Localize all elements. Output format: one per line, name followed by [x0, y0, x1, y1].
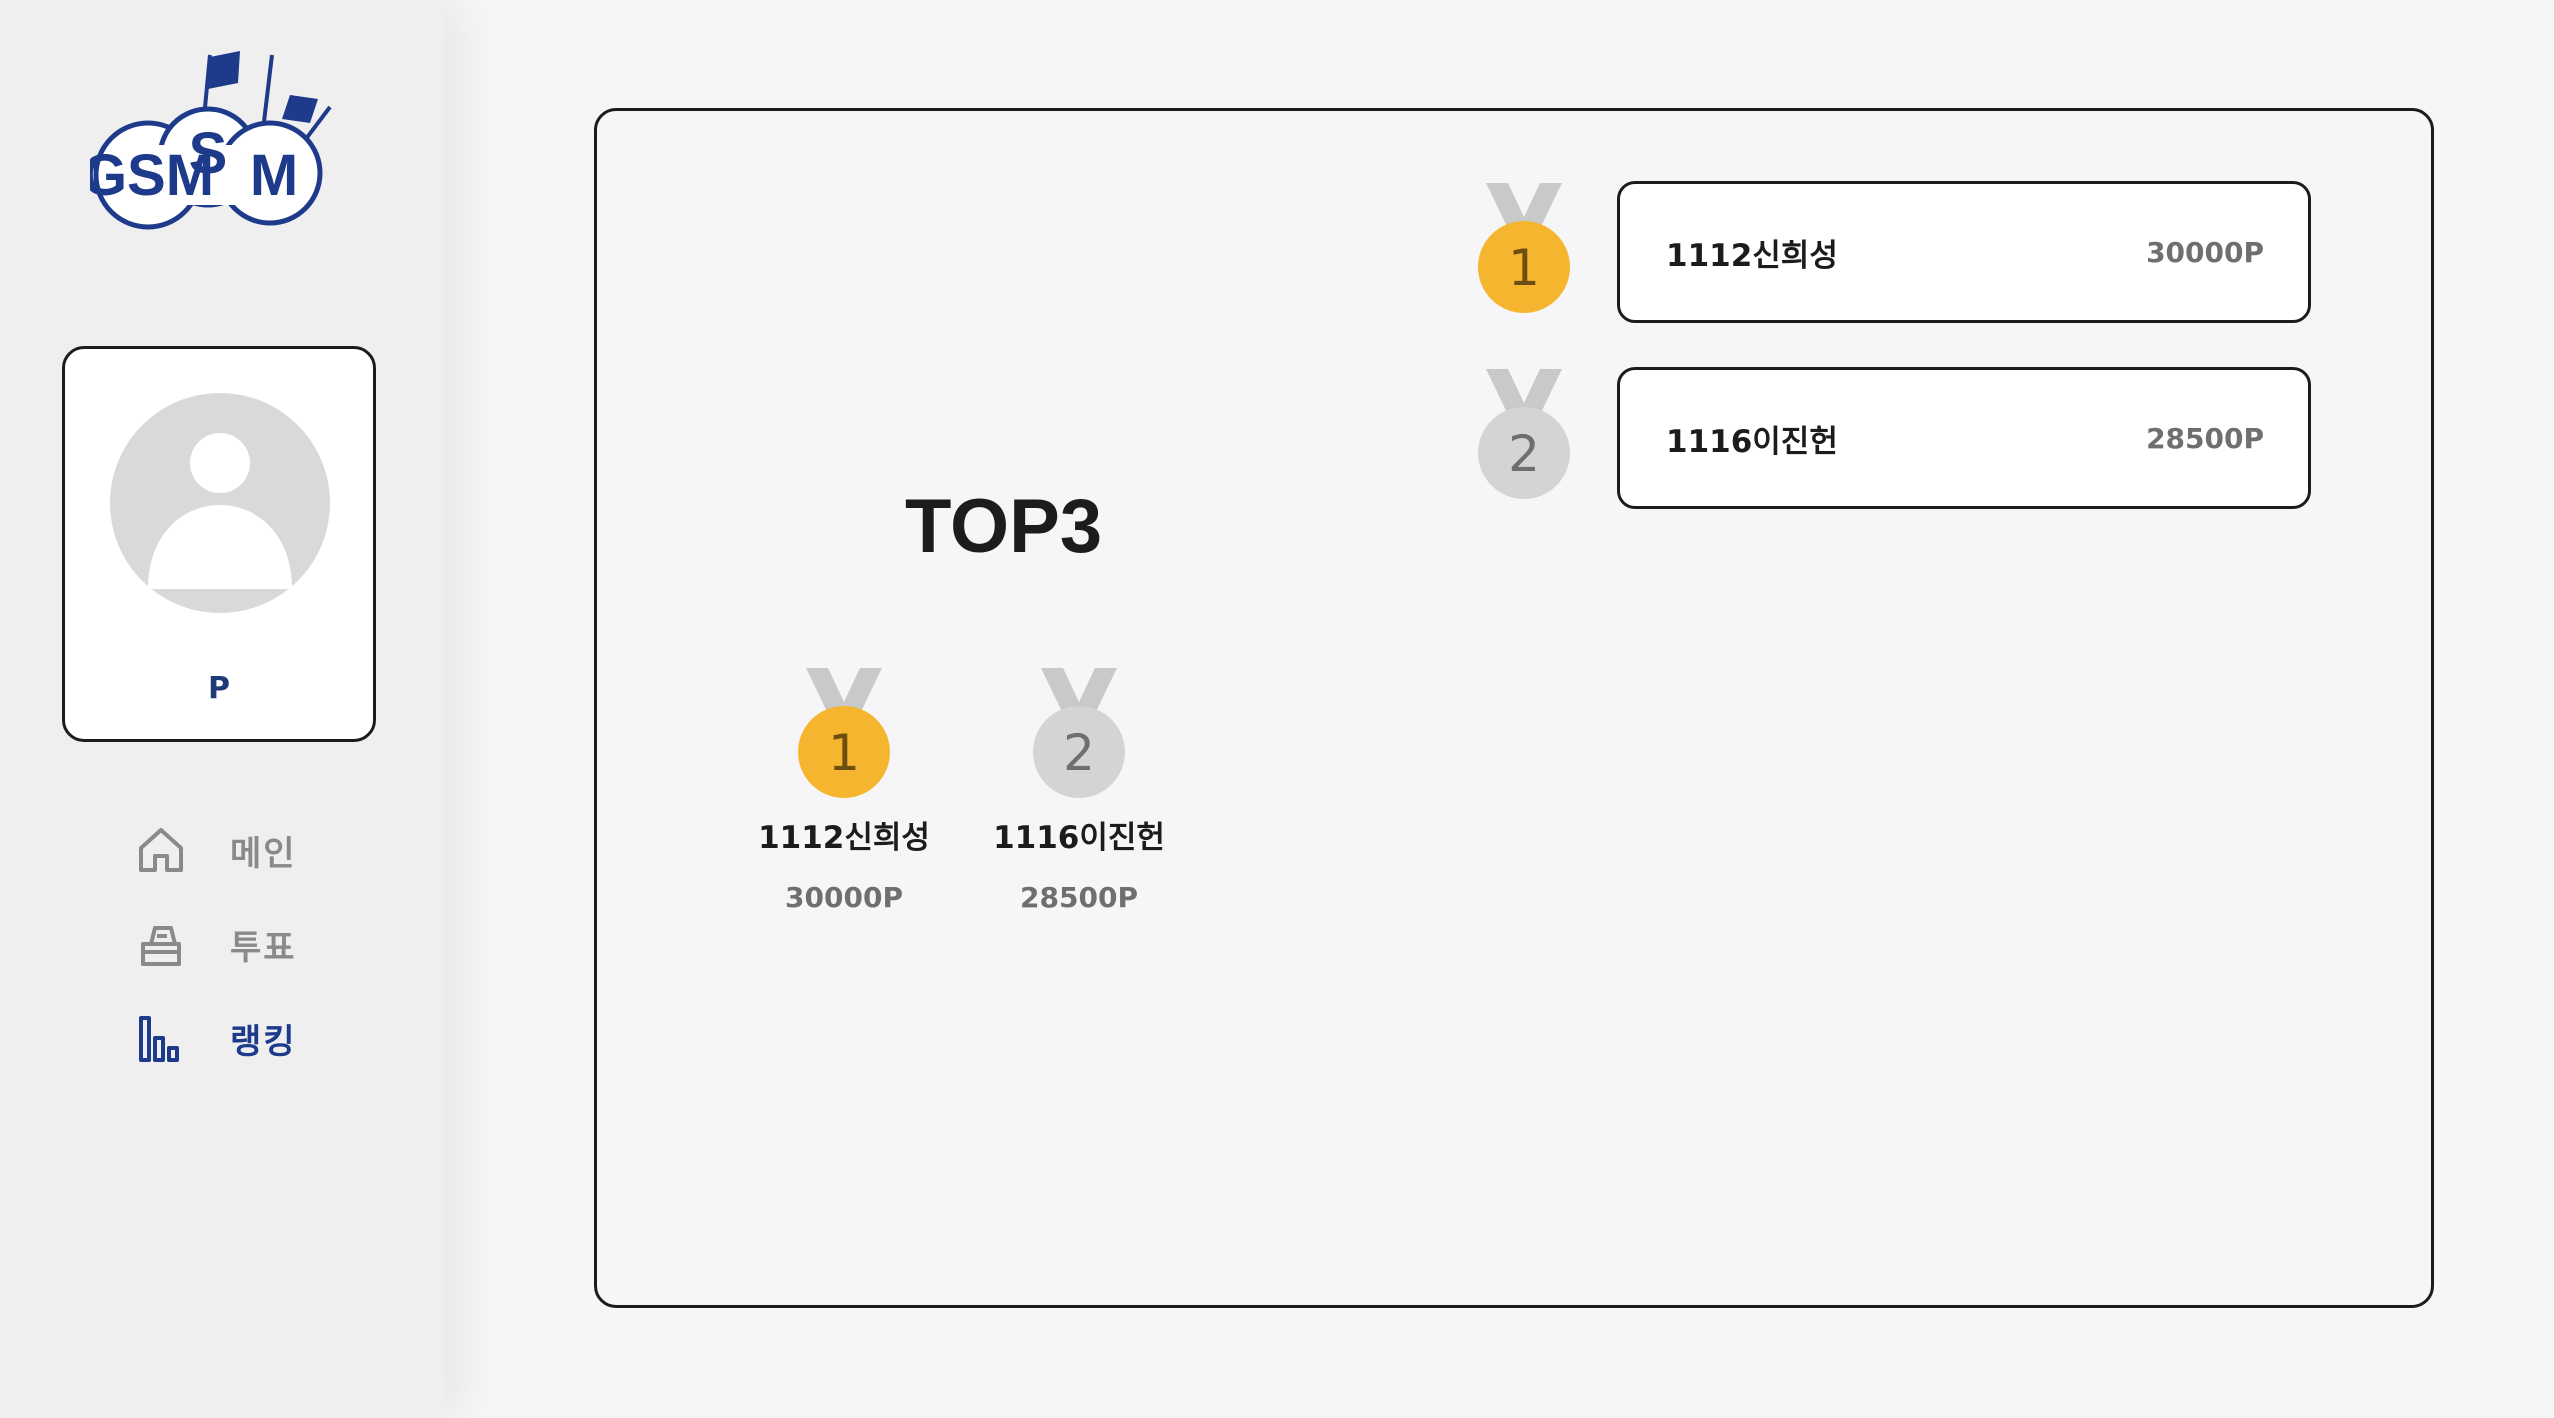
podium-points-second: 28500P: [1020, 881, 1138, 914]
podium-item-first: 1 1112신희성 30000P: [744, 666, 944, 914]
gold-medal-icon: 1: [1478, 183, 1570, 313]
svg-text:2: 2: [1063, 724, 1095, 782]
ranking-panel: TOP3 1 1112신희성 30000P 2 1116이진헌 28500P 1…: [594, 108, 2434, 1308]
profile-name: P: [208, 671, 230, 706]
top3-title: TOP3: [905, 484, 1103, 569]
ranking-card[interactable]: 1112신희성 30000P: [1617, 181, 2311, 323]
silver-medal-icon: 2: [1033, 668, 1125, 798]
ranking-name: 1116이진헌: [1666, 423, 1838, 460]
profile-card: P: [62, 346, 376, 742]
gsm-logo[interactable]: GSM S M: [90, 45, 340, 235]
home-icon: [132, 821, 190, 879]
ranking-points: 28500P: [2146, 421, 2264, 455]
nav-item-vote[interactable]: 투표: [132, 912, 297, 976]
bar-chart-icon: [132, 1009, 190, 1067]
svg-text:1: 1: [828, 724, 860, 782]
nav-item-ranking[interactable]: 랭킹: [132, 1006, 297, 1070]
svg-text:M: M: [250, 143, 298, 208]
nav-label-main: 메인: [230, 833, 297, 874]
sidebar: GSM S M P 메인 투표 랭킹: [0, 0, 444, 1418]
nav-label-ranking: 랭킹: [230, 1021, 297, 1062]
svg-text:1: 1: [1508, 239, 1540, 297]
ranking-card[interactable]: 1116이진헌 28500P: [1617, 367, 2311, 509]
sidebar-nav: 메인 투표 랭킹: [132, 818, 297, 1100]
svg-text:S: S: [189, 121, 228, 186]
avatar-placeholder-icon: [110, 393, 330, 613]
ranking-points: 30000P: [2146, 235, 2264, 269]
logo-letter: GSM: [90, 143, 214, 208]
svg-text:2: 2: [1508, 425, 1540, 483]
podium-name-second: 1116이진헌: [993, 820, 1165, 856]
gold-medal-icon: 1: [798, 668, 890, 798]
ballot-box-icon: [132, 915, 190, 973]
podium-points-first: 30000P: [785, 881, 903, 914]
silver-medal-icon: 2: [1478, 369, 1570, 499]
podium-item-second: 2 1116이진헌 28500P: [979, 666, 1179, 914]
podium-name-first: 1112신희성: [758, 820, 930, 856]
nav-item-main[interactable]: 메인: [132, 818, 297, 882]
ranking-name: 1112신희성: [1666, 237, 1838, 274]
nav-label-vote: 투표: [230, 927, 297, 968]
